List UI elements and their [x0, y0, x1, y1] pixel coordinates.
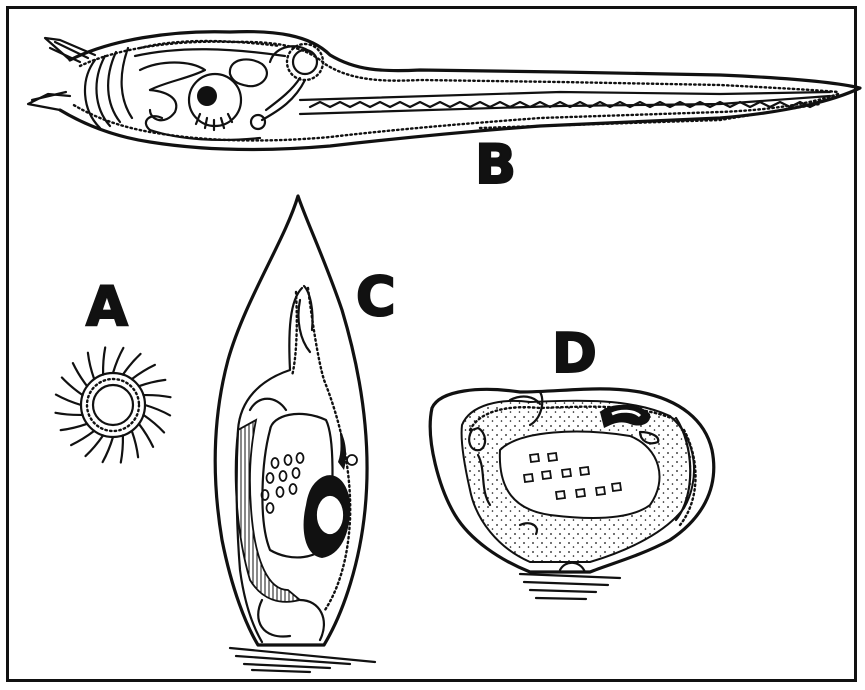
panel-label-b: B	[475, 138, 516, 192]
panel-label-d: D	[552, 327, 597, 381]
egg-spike	[103, 348, 105, 375]
egg-spike	[143, 395, 170, 397]
egg-spike	[56, 413, 83, 415]
egg-spike	[86, 435, 104, 456]
egg-spike	[123, 354, 141, 375]
egg-spike	[88, 353, 94, 379]
panel-b-larva	[28, 32, 860, 150]
egg-spike	[56, 395, 81, 405]
egg-spike	[62, 378, 83, 396]
panel-label-c: C	[356, 270, 396, 324]
egg-spike	[121, 435, 123, 462]
panel-a-egg	[56, 348, 171, 463]
egg-spike	[145, 405, 170, 415]
panel-d-settled	[430, 389, 714, 599]
egg-spike	[139, 424, 153, 447]
panel-c-capsule	[215, 196, 375, 672]
egg-spike	[143, 415, 164, 433]
egg-spike	[132, 431, 138, 457]
egg-spike	[132, 365, 155, 379]
panel-label-a: A	[86, 280, 128, 334]
egg-spike	[139, 380, 165, 386]
egg-spike	[103, 437, 113, 462]
egg-spike	[113, 348, 123, 373]
egg-spike	[61, 424, 87, 430]
egg-spike	[71, 431, 94, 445]
egg-spike	[73, 363, 87, 386]
